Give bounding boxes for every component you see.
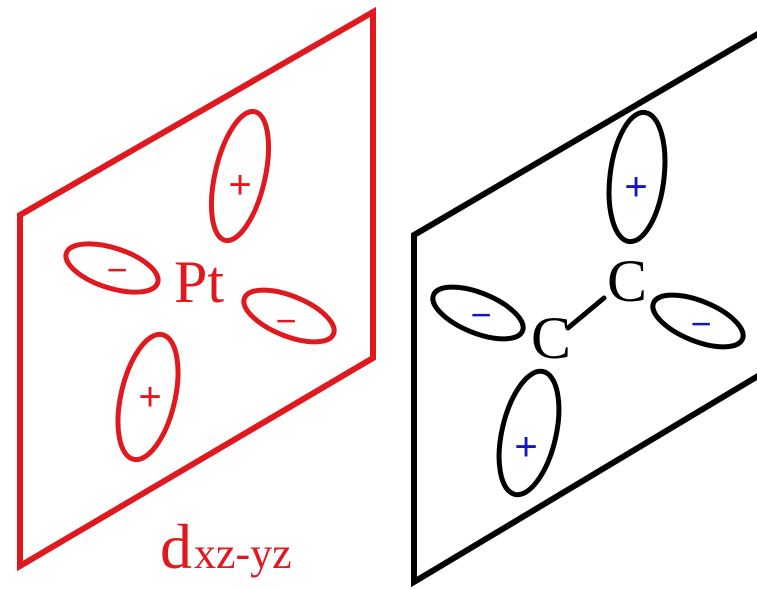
metal-plane-frame — [17, 6, 376, 572]
ligand-orbital-panel: + − − + C C — [411, 30, 757, 588]
metal-lobe-bottom-sign: + — [138, 375, 161, 419]
metal-lobe-right-sign: − — [275, 300, 296, 341]
orbital-label-subscript: xz-yz — [194, 529, 292, 578]
metal-lobe-left-sign: − — [106, 249, 127, 290]
ligand-plane-frame — [411, 30, 757, 588]
metal-lobe-top: + — [208, 108, 272, 244]
ligand-lobe-top: + — [606, 109, 668, 245]
orbital-label-main: d — [160, 511, 192, 582]
ligand-lobe-left-sign: − — [470, 294, 491, 335]
carbon-atom-left: C — [531, 305, 571, 371]
ligand-lobe-left: − — [430, 284, 526, 342]
metal-lobe-top-sign: + — [228, 163, 251, 207]
ligand-lobe-bottom-sign: + — [514, 425, 537, 469]
ligand-lobe-top-sign: + — [624, 165, 647, 209]
ligand-lobe-right: − — [650, 292, 746, 350]
metal-atom-label: Pt — [174, 249, 224, 315]
carbon-atom-right: C — [607, 248, 647, 314]
metal-orbital-panel: + − − + Pt dxz-yz — [17, 6, 376, 582]
orbital-label: dxz-yz — [160, 511, 292, 582]
ligand-lobe-bottom: + — [496, 368, 562, 498]
metal-lobe-left: − — [63, 241, 161, 295]
ligand-lobe-right-sign: − — [690, 303, 711, 344]
metal-lobe-right: − — [241, 287, 337, 345]
metal-lobe-bottom: + — [115, 331, 181, 463]
carbon-carbon-bond — [565, 295, 607, 331]
